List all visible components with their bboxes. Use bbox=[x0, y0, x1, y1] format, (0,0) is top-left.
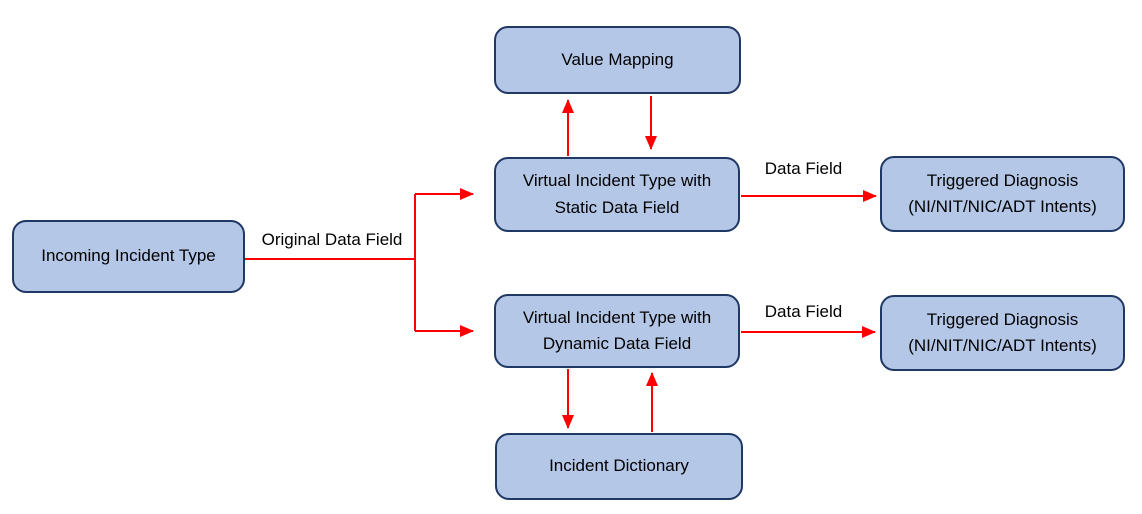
node-static-line1: Virtual Incident Type with bbox=[522, 171, 712, 191]
node-dynamic-line1: Virtual Incident Type with bbox=[522, 307, 712, 327]
node-triggered-diagnosis-bottom: Triggered Diagnosis (NI/NIT/NIC/ADT Inte… bbox=[880, 295, 1125, 371]
node-incoming-incident-type-label: Incoming Incident Type bbox=[41, 246, 216, 266]
node-incoming-incident-type: Incoming Incident Type bbox=[12, 220, 245, 293]
node-incident-dictionary-label: Incident Dictionary bbox=[549, 456, 689, 476]
edge-label-original-data-field: Original Data Field bbox=[261, 230, 403, 249]
node-triggered-top-line2: (NI/NIT/NIC/ADT Intents) bbox=[908, 197, 1097, 216]
node-virtual-incident-type-dynamic-label: Virtual Incident Type with Dynamic Data … bbox=[523, 305, 711, 358]
node-value-mapping: Value Mapping bbox=[494, 26, 741, 94]
node-value-mapping-label: Value Mapping bbox=[561, 49, 674, 69]
node-triggered-diagnosis-top-label: Triggered Diagnosis (NI/NIT/NIC/ADT Inte… bbox=[908, 168, 1097, 221]
node-virtual-incident-type-static: Virtual Incident Type with Static Data F… bbox=[494, 157, 740, 232]
node-triggered-top-line1: Triggered Diagnosis bbox=[926, 170, 1079, 190]
edge-label-data-field-top: Data Field bbox=[764, 159, 843, 178]
node-triggered-diagnosis-top: Triggered Diagnosis (NI/NIT/NIC/ADT Inte… bbox=[880, 156, 1125, 232]
node-triggered-bottom-line2: (NI/NIT/NIC/ADT Intents) bbox=[908, 336, 1097, 355]
node-virtual-incident-type-dynamic: Virtual Incident Type with Dynamic Data … bbox=[494, 294, 740, 368]
node-triggered-diagnosis-bottom-label: Triggered Diagnosis (NI/NIT/NIC/ADT Inte… bbox=[908, 307, 1097, 360]
node-triggered-bottom-line1: Triggered Diagnosis bbox=[926, 309, 1079, 329]
node-static-line2: Static Data Field bbox=[554, 197, 680, 217]
node-dynamic-line2: Dynamic Data Field bbox=[542, 334, 692, 353]
node-incident-dictionary: Incident Dictionary bbox=[495, 433, 743, 500]
node-virtual-incident-type-static-label: Virtual Incident Type with Static Data F… bbox=[523, 168, 711, 221]
edge-label-data-field-bottom: Data Field bbox=[764, 302, 843, 321]
